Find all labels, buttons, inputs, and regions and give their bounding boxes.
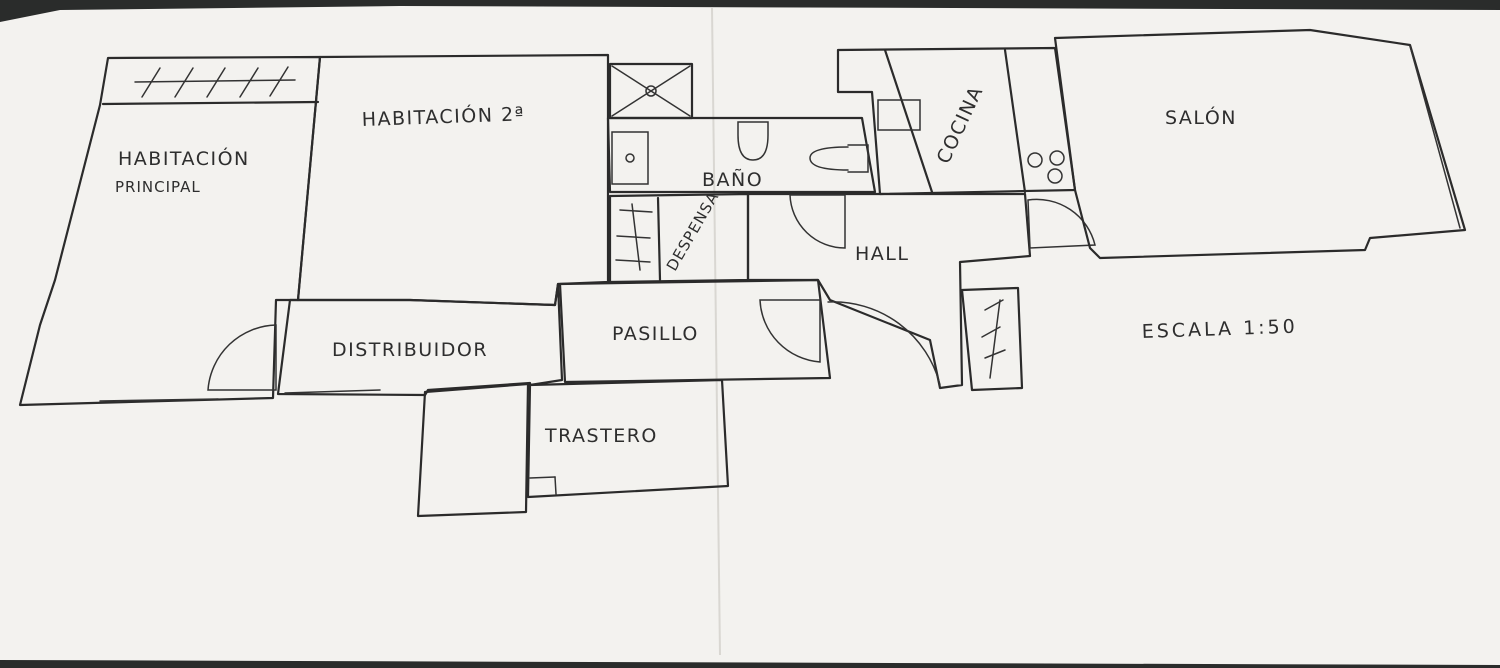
terrace-hatching xyxy=(134,66,296,98)
door-swing-pasillo xyxy=(759,299,821,363)
label-habitacion-principal-2: PRINCIPAL xyxy=(115,178,201,196)
floor-plan-drawing xyxy=(18,28,1467,518)
washbasin-drain-icon xyxy=(625,153,635,163)
label-scale-note: ESCALA 1:50 xyxy=(1141,316,1298,343)
shower-drain-icon xyxy=(645,85,657,97)
label-salon: SALÓN xyxy=(1165,105,1237,129)
toilet-icon xyxy=(809,144,869,173)
despensa-divider xyxy=(656,196,662,282)
trastero-column xyxy=(529,476,556,479)
closet-hatching xyxy=(981,299,1006,379)
hob-burner-2-icon xyxy=(1049,150,1065,166)
door-swing-salon xyxy=(1027,198,1096,249)
bidet-icon xyxy=(737,121,769,161)
door-swing-hall-entry xyxy=(827,301,941,386)
terrace-divider xyxy=(101,100,320,106)
lower-corridor xyxy=(416,382,530,518)
window-mark xyxy=(99,398,219,402)
hob-burner-1-icon xyxy=(1027,152,1043,168)
label-bano: BAÑO xyxy=(702,168,763,191)
hob-burner-3-icon xyxy=(1047,168,1063,184)
room-bano xyxy=(606,116,877,194)
shower-tray xyxy=(608,62,694,120)
salon-window xyxy=(1409,45,1461,229)
door-swing-hall-bano xyxy=(789,194,846,249)
kitchen-counter-left xyxy=(883,48,934,194)
label-distribuidor: DISTRIBUIDOR xyxy=(332,339,488,361)
room-salon xyxy=(1053,28,1467,260)
kitchen-counter-right xyxy=(1003,48,1027,194)
entry-closet xyxy=(960,286,1024,392)
trastero-column-side xyxy=(554,476,557,495)
shower-cross-b xyxy=(611,65,691,117)
kitchen-sink-icon xyxy=(877,99,921,131)
paper-sheet xyxy=(0,6,1500,665)
door-opening-distribuidor xyxy=(284,389,381,394)
label-trastero: TRASTERO xyxy=(544,425,658,447)
room-pasillo xyxy=(558,278,832,384)
despensa-shelf-hatching xyxy=(615,203,653,271)
room-cocina xyxy=(836,46,1077,196)
paper-fold-line xyxy=(711,7,721,656)
washbasin-icon xyxy=(611,131,649,185)
room-hall xyxy=(746,192,1032,390)
door-swing-habitacion-principal xyxy=(207,324,277,391)
label-hall: HALL xyxy=(855,243,909,265)
label-pasillo: PASILLO xyxy=(612,323,699,345)
label-habitacion-principal-1: HABITACIÓN xyxy=(118,146,250,170)
